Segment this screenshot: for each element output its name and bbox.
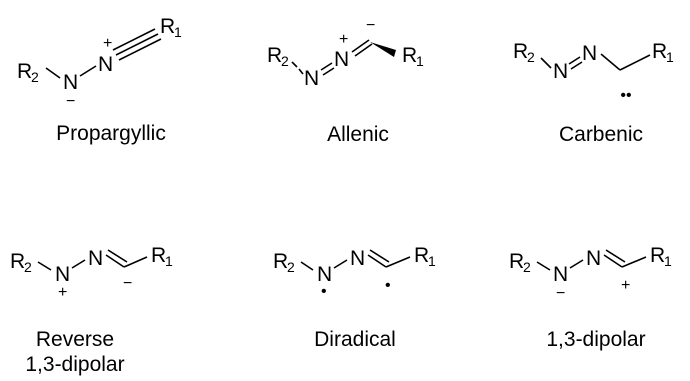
bond-c-r1 <box>123 256 148 268</box>
r1-subscript: 1 <box>165 253 173 269</box>
double-bond-n-c-line-1 <box>367 254 387 268</box>
double-bond-n-c-line-1 <box>105 254 125 268</box>
r2-subscript: 2 <box>281 53 289 69</box>
double-bond-n-n-line-1 <box>568 56 581 65</box>
carbon-radical-dot: • <box>385 277 391 294</box>
structure-diradical: R 2 N • N • R 1 Diradical <box>273 244 436 351</box>
bond-r2-n <box>536 261 551 271</box>
caption-carbenic: Carbenic <box>559 123 643 146</box>
r2-label: R <box>513 40 528 63</box>
triple-bond-line-1 <box>115 33 159 56</box>
r2-subscript: 2 <box>31 69 39 85</box>
n2-label: N <box>350 247 365 270</box>
n1-label: N <box>55 263 70 286</box>
n1-minus-charge: − <box>556 285 565 302</box>
r2-label: R <box>10 250 25 273</box>
bond-r2-n-seg2 <box>298 68 304 75</box>
bond-n-c <box>600 53 621 71</box>
double-bond-n-c-line-2 <box>354 43 373 57</box>
n1-label: N <box>553 60 568 83</box>
r2-subscript: 2 <box>24 259 32 275</box>
r1-subscript: 1 <box>428 253 436 269</box>
double-bond-n-c-line-1 <box>351 39 370 53</box>
caption-allenic: Allenic <box>327 123 389 146</box>
wedge-bond-c-r1 <box>370 42 396 57</box>
bond-n-n <box>71 259 86 269</box>
r1-label: R <box>650 244 665 267</box>
structure-propargyllic: R 2 N − N + R 1 Propargyllic <box>17 15 182 145</box>
n1-label: N <box>304 67 319 90</box>
bond-c-r1 <box>619 54 651 71</box>
caption-propargyllic: Propargyllic <box>56 122 166 145</box>
carbon-plus-charge: + <box>621 277 630 294</box>
triple-bond-line-3 <box>118 38 162 61</box>
bond-n-n <box>569 259 584 269</box>
bond-c-r1 <box>385 256 411 268</box>
n2-label: N <box>88 247 103 270</box>
carbon-minus-charge: − <box>366 17 375 34</box>
double-bond-n-c-line-2 <box>369 249 390 263</box>
triple-bond-line-2 <box>112 28 156 51</box>
double-bond-n-n-line-1 <box>320 62 333 71</box>
bond-n-n <box>79 65 97 77</box>
bond-n-n <box>333 259 348 269</box>
r1-subscript: 1 <box>664 253 672 269</box>
double-bond-n-n-line-2 <box>570 61 583 70</box>
n2-label: N <box>334 48 349 71</box>
bond-r2-n <box>540 57 552 69</box>
r1-label: R <box>414 244 429 267</box>
n2-plus-charge: + <box>339 31 348 48</box>
caption-diradical: Diradical <box>314 328 396 351</box>
n1-radical-dot: • <box>321 283 327 300</box>
n2-label: N <box>586 247 601 270</box>
n1-minus-charge: − <box>66 93 75 110</box>
r1-label: R <box>151 244 166 267</box>
n1-plus-charge: + <box>58 284 67 301</box>
r1-label: R <box>160 15 175 38</box>
carbene-lone-pair: •• <box>620 87 631 104</box>
structure-carbenic: R 2 N N R 1 •• Carbenic <box>513 40 674 146</box>
caption-reverse-line2: 1,3-dipolar <box>25 353 124 376</box>
structure-allenic: R 2 N N + − R 1 Allenic <box>267 17 424 146</box>
r2-subscript: 2 <box>527 49 535 65</box>
r2-label: R <box>267 44 282 67</box>
double-bond-n-c-line-2 <box>107 249 128 263</box>
bond-c-r1 <box>621 256 647 268</box>
r2-label: R <box>273 250 288 273</box>
r1-subscript: 1 <box>174 24 182 40</box>
r1-subscript: 1 <box>416 53 424 69</box>
caption-reverse: Reverse <box>36 328 114 351</box>
r2-subscript: 2 <box>287 259 295 275</box>
double-bond-n-n-line-2 <box>322 67 335 76</box>
n2-plus-charge: + <box>103 35 112 52</box>
caption-1-3-dipolar: 1,3-dipolar <box>546 328 645 351</box>
n1-label: N <box>63 71 78 94</box>
r2-label: R <box>17 60 32 83</box>
r1-subscript: 1 <box>666 49 674 65</box>
n1-label: N <box>553 263 568 286</box>
r1-label: R <box>402 44 417 67</box>
n1-label: N <box>317 263 332 286</box>
bond-r2-n <box>300 261 314 271</box>
n2-label: N <box>98 53 113 76</box>
carbon-minus-charge: − <box>123 275 132 292</box>
bond-r2-n <box>37 261 52 271</box>
r2-subscript: 2 <box>523 259 531 275</box>
n2-label: N <box>582 42 597 65</box>
bond-r2-n <box>45 67 61 79</box>
structure-1-3-dipolar: R 2 N − N + R 1 1,3-dipolar <box>509 244 672 351</box>
structure-reverse-1-3-dipolar: R 2 N + N − R 1 Reverse 1,3-dipolar <box>10 244 173 376</box>
r2-label: R <box>509 250 524 273</box>
bond-r2-n-seg1 <box>291 61 298 68</box>
double-bond-n-c-line-1 <box>603 254 623 268</box>
r1-label: R <box>652 40 667 63</box>
double-bond-n-c-line-2 <box>605 249 626 263</box>
